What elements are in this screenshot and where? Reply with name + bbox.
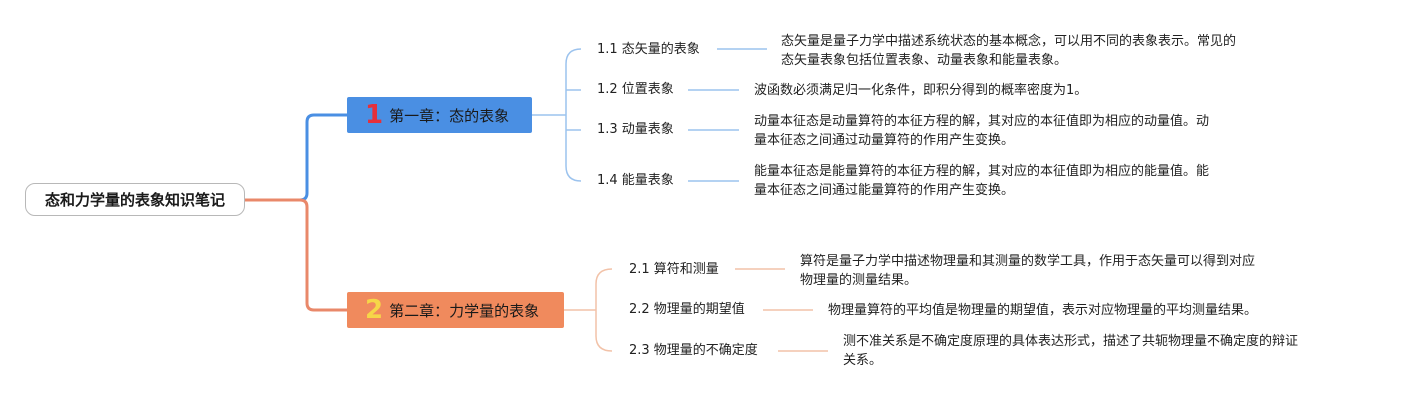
subtopic-1-4-description: 能量本征态是能量算符的本征方程的解，其对应的本征值即为相应的能量值。能 量本征态…: [754, 164, 1210, 198]
root-topic-label: 态和力学量的表象知识笔记: [44, 191, 225, 209]
root-to-chapter-2-line: [245, 198, 347, 312]
root-to-chapter-1-line: [245, 113, 347, 202]
subtopic-1-3-description: 动量本征态是动量算符的本征方程的解，其对应的本征值即为相应的动量值。动 量本征态…: [754, 114, 1210, 148]
chapter-1-bracket-line: [565, 48, 582, 182]
subtopic-2-3[interactable]: 2.3 物理量的不确定度: [629, 343, 758, 358]
chapter-2-bracket-line: [595, 268, 613, 352]
subtopic-1-2[interactable]: 1.2 位置表象: [597, 82, 674, 97]
subtopic-1-4[interactable]: 1.4 能量表象: [597, 173, 674, 188]
chapter-2-label: 第二章：力学量的表象: [389, 301, 540, 320]
root-topic[interactable]: 态和力学量的表象知识笔记: [25, 183, 245, 216]
subtopic-2-1-description: 算符是量子力学中描述物理量和其测量的数学工具，作用于态矢量可以得到对应 物理量的…: [800, 254, 1256, 288]
subtopic-2-2-description: 物理量算符的平均值是物理量的期望值，表示对应物理量的平均测量结果。: [828, 303, 1258, 318]
chapter-2-topic[interactable]: 2 第二章：力学量的表象: [347, 292, 564, 328]
subtopic-2-3-description: 测不准关系是不确定度原理的具体表达形式，描述了共轭物理量不确定度的辩证 关系。: [843, 334, 1299, 368]
chapter-1-label: 第一章：态的表象: [389, 106, 510, 125]
chapter-2-number-badge: 2: [365, 295, 384, 325]
subtopic-2-1[interactable]: 2.1 算符和测量: [629, 262, 719, 277]
chapter-1-number-badge: 1: [365, 100, 384, 130]
subtopic-1-1[interactable]: 1.1 态矢量的表象: [597, 42, 700, 57]
subtopic-1-2-description: 波函数必须满足归一化条件，即积分得到的概率密度为1。: [754, 83, 1088, 98]
chapter-1-topic[interactable]: 1 第一章：态的表象: [347, 97, 532, 133]
subtopic-1-1-description: 态矢量是量子力学中描述系统状态的基本概念，可以用不同的表象表示。常见的 态矢量表…: [781, 34, 1237, 68]
subtopic-2-2[interactable]: 2.2 物理量的期望值: [629, 302, 745, 317]
subtopic-1-3[interactable]: 1.3 动量表象: [597, 122, 674, 137]
